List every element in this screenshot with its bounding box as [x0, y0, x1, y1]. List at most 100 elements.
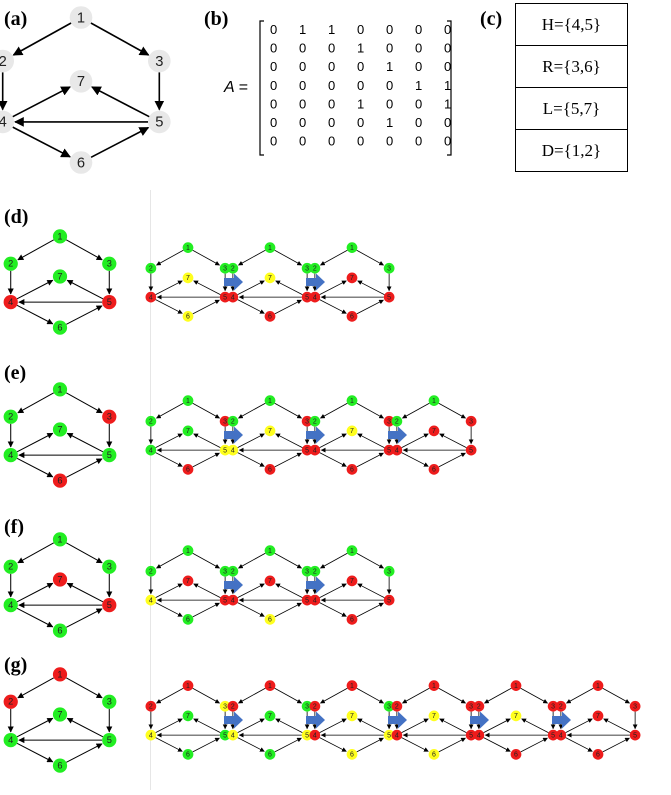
edge-5-7 [275, 433, 303, 449]
node-label-3: 3 [633, 704, 637, 711]
node-6 [346, 311, 358, 322]
node-label-6: 6 [57, 626, 62, 636]
edge-4-7 [155, 280, 183, 296]
edge-6-5 [192, 299, 220, 315]
node-label-6: 6 [432, 752, 436, 759]
edge-4-7 [565, 718, 593, 734]
edge-1-2 [17, 392, 55, 414]
matrix-cell: 0 [386, 41, 393, 56]
edge-5-7 [66, 582, 104, 603]
node-label-5: 5 [305, 294, 309, 301]
node-7 [182, 425, 194, 437]
node-7 [182, 710, 194, 722]
node-2 [3, 559, 18, 574]
step-arrow-g-2 [306, 711, 325, 729]
node-label-4: 4 [231, 597, 235, 604]
node-label-7: 7 [596, 713, 600, 720]
node-label-7: 7 [268, 428, 272, 435]
node-7 [264, 425, 276, 437]
node-label-6: 6 [514, 752, 518, 759]
edge-4-7 [16, 279, 54, 300]
node-6 [264, 311, 276, 322]
node-1 [52, 532, 68, 547]
panel-label-g: (g) [4, 654, 28, 676]
node-label-3: 3 [305, 704, 309, 711]
node-6 [182, 311, 194, 322]
node-label-4: 4 [313, 597, 317, 604]
node-label-1: 1 [432, 398, 436, 405]
node-1 [346, 242, 358, 253]
edge-1-3 [65, 677, 103, 699]
node-6 [182, 614, 194, 625]
edge-5-7 [193, 583, 221, 599]
matrix-cell: 0 [444, 134, 451, 149]
node-label-1: 1 [186, 245, 190, 252]
node-label-7: 7 [57, 710, 62, 720]
matrix-cell: 0 [444, 59, 451, 74]
node-1 [346, 680, 358, 691]
edge-5-7 [357, 718, 385, 734]
edge-1-2 [12, 22, 72, 56]
node-6 [264, 464, 276, 475]
edge-5-7 [357, 433, 385, 449]
edge-5-7 [275, 280, 303, 296]
panel-divider [150, 190, 151, 790]
node-label-3: 3 [107, 259, 112, 269]
edge-4-6 [16, 607, 54, 628]
edge-1-2 [156, 249, 184, 266]
node-label-7: 7 [186, 428, 190, 435]
edge-4-7 [16, 717, 54, 738]
node-label-3: 3 [107, 562, 112, 572]
matrix-cell: 0 [357, 78, 364, 93]
node-label-3: 3 [387, 419, 391, 426]
node-label-4: 4 [8, 450, 13, 460]
node-5 [465, 729, 477, 741]
node-label-3: 3 [107, 412, 112, 422]
matrix-cell: 0 [328, 134, 335, 149]
edge-4-7 [155, 718, 183, 734]
node-label-7: 7 [57, 272, 62, 282]
edge-1-3 [356, 552, 384, 569]
node-1 [264, 242, 276, 253]
node-2 [309, 262, 321, 274]
node-label-1: 1 [596, 683, 600, 690]
node-5 [383, 729, 395, 741]
node-label-7: 7 [57, 425, 62, 435]
edge-6-5 [274, 737, 302, 753]
node-label-2: 2 [149, 419, 153, 426]
node-6 [346, 614, 358, 625]
node-label-6: 6 [350, 467, 354, 474]
edge-4-6 [565, 737, 593, 752]
panel-label-b: (b) [204, 8, 229, 30]
panel-label-c: (c) [480, 8, 503, 30]
node-4 [227, 594, 239, 606]
node-4 [3, 447, 18, 463]
edge-4-7 [12, 86, 71, 118]
node-4 [3, 294, 18, 310]
edge-1-3 [274, 402, 302, 419]
node-2 [3, 256, 18, 271]
node-label-2: 2 [313, 569, 317, 576]
node-label-6: 6 [268, 752, 272, 759]
matrix-cell: 0 [299, 96, 306, 111]
node-label-5: 5 [305, 732, 309, 739]
node-label-1: 1 [57, 384, 62, 394]
node-2 [3, 694, 18, 709]
edge-1-3 [274, 249, 302, 266]
edge-4-7 [237, 718, 265, 734]
matrix-cell: 0 [386, 134, 393, 149]
node-4 [145, 291, 157, 303]
node-7 [182, 575, 194, 587]
matrix-cell: 0 [270, 78, 277, 93]
node-label-1: 1 [268, 398, 272, 405]
edge-1-2 [320, 249, 348, 266]
panel-label-f: (f) [4, 516, 24, 538]
node-5 [383, 291, 395, 303]
node-label-7: 7 [268, 713, 272, 720]
edge-6-5 [192, 737, 220, 753]
